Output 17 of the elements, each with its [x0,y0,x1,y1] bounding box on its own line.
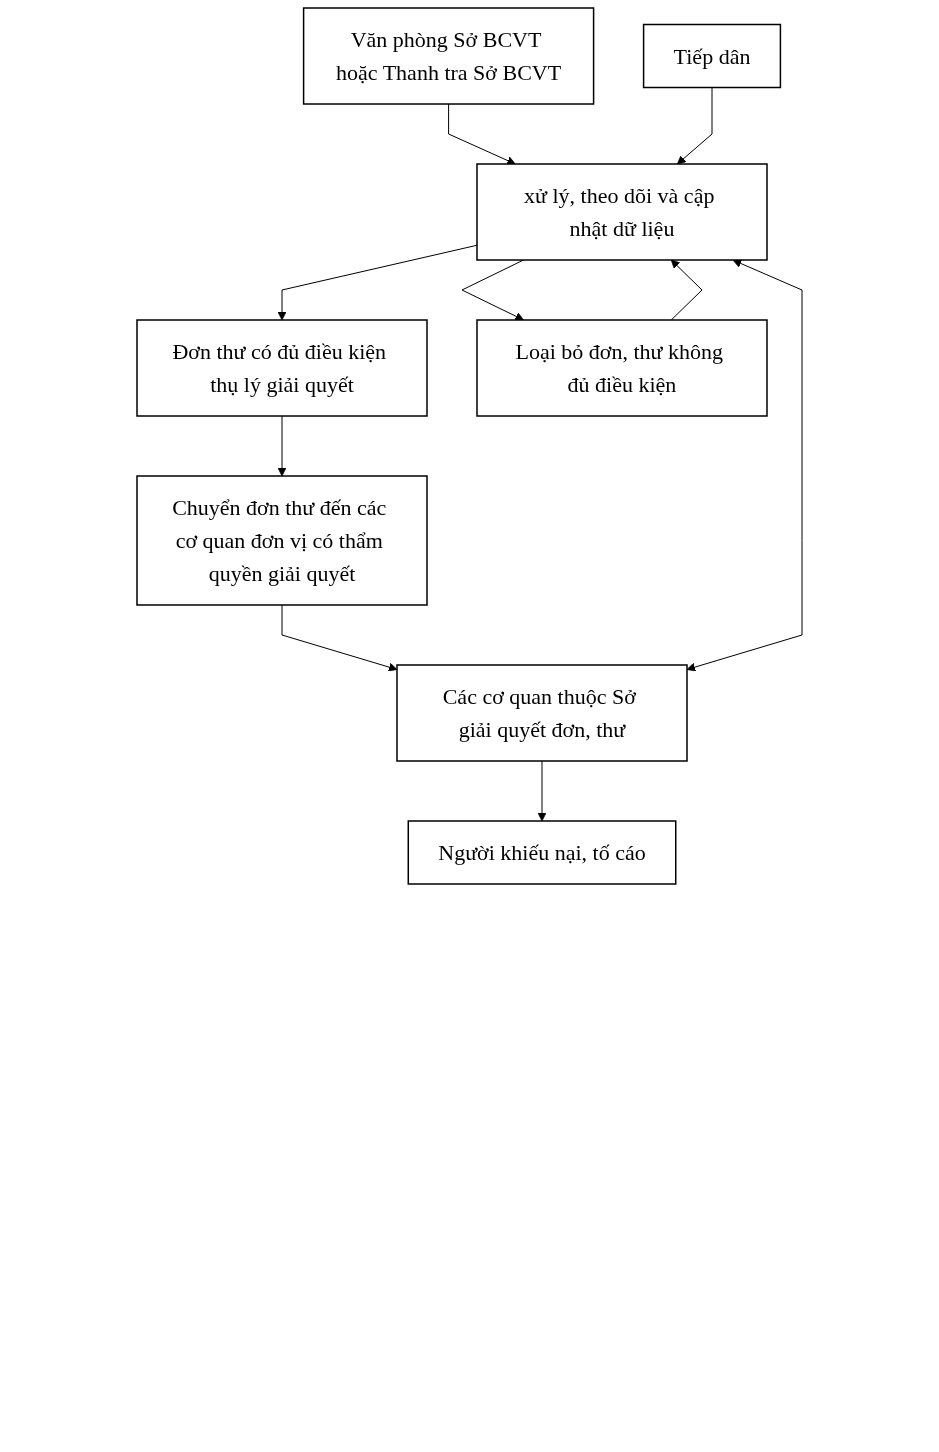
node-box: Đơn thư có đủ điều kiện thụ lý giải quyết [136,319,428,417]
arrow [448,103,516,165]
arrow [670,259,703,321]
arrow [686,259,803,672]
node-box: Chuyển đơn thư đến các cơ quan đơn vị có thẩm quyền giải quyết [136,475,428,606]
arrow [537,760,547,822]
arrow [677,87,713,165]
node-box: Tiếp dân [642,23,782,89]
node-box: xử lý, theo dõi và cập nhật dữ liệu [476,163,768,261]
arrow [277,244,478,321]
node-box: Loại bỏ đơn, thư không đủ điều kiện [476,319,768,417]
node-box: Các cơ quan thuộc Sở giải quyết đơn, thư [396,664,688,762]
arrow [277,415,287,477]
arrow [281,604,398,672]
node-box: Người khiếu nại, tố cáo [407,820,677,885]
arrow [461,259,525,321]
node-box: Văn phòng Sở BCVT hoặc Thanh tra Sở BCVT [302,7,595,105]
